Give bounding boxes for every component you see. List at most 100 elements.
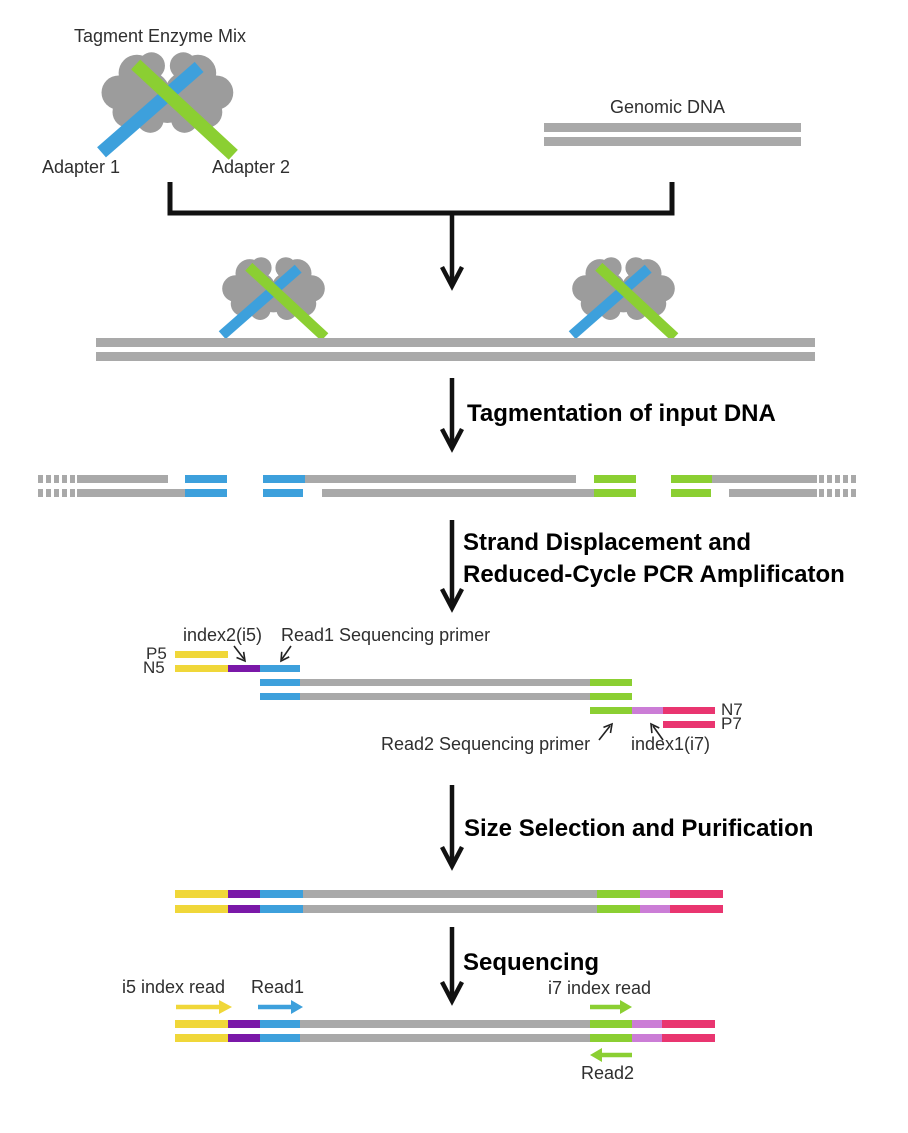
flow-arrow-size-selection xyxy=(440,785,464,871)
read1-primer-segment xyxy=(260,905,303,913)
i5-segment xyxy=(228,1020,260,1028)
insert-segment xyxy=(303,890,597,898)
adapter1-segment xyxy=(185,489,227,497)
truncation-dashes xyxy=(819,475,856,483)
tagment-enzyme-complex xyxy=(102,52,234,154)
input-dna-top-strand xyxy=(96,338,815,347)
adapter2-label: Adapter 2 xyxy=(212,157,291,177)
n5-label: N5 xyxy=(143,658,165,677)
fragment-segment xyxy=(77,475,168,483)
adapter2-segment xyxy=(594,475,636,483)
enzyme-on-dna-left xyxy=(222,257,325,337)
i7-segment xyxy=(640,890,670,898)
read1-primer-label: Read1 Sequencing primer xyxy=(281,625,491,645)
step-strand-displacement-label-line1: Strand Displacement and xyxy=(463,529,752,556)
p5-segment xyxy=(175,905,228,913)
adapter1-label: Adapter 1 xyxy=(42,157,121,177)
fragment-segment xyxy=(77,489,185,497)
i5-segment xyxy=(228,665,260,672)
i5-index-read-arrow xyxy=(176,1000,232,1014)
i7-segment xyxy=(632,1034,662,1042)
index1-pointer-arrow xyxy=(650,722,664,741)
i7-index-read-label: i7 index read xyxy=(548,978,652,998)
p7-segment xyxy=(663,707,715,714)
read1-primer-segment xyxy=(260,693,300,700)
insert-segment xyxy=(300,1034,590,1042)
step-tagmentation-label: Tagmentation of input DNA xyxy=(467,400,776,427)
p7-segment xyxy=(670,890,723,898)
adapter1-segment xyxy=(263,475,305,483)
read2-primer-segment xyxy=(590,1034,632,1042)
read2-primer-segment xyxy=(597,890,640,898)
p5-label: P5 xyxy=(146,644,167,663)
p5-segment xyxy=(175,890,228,898)
truncation-dashes xyxy=(38,475,75,483)
i7-index-read-arrow xyxy=(590,1000,632,1014)
read1-primer-segment xyxy=(260,1034,300,1042)
i5-segment xyxy=(228,890,260,898)
input-dna-bottom-strand xyxy=(96,352,815,361)
read2-primer-segment xyxy=(590,707,632,714)
adapter2-segment xyxy=(671,489,711,497)
flow-arrow-sequencing xyxy=(440,927,464,1006)
index2-pointer-arrow xyxy=(233,645,247,663)
p5-segment xyxy=(175,1034,228,1042)
enzyme-on-dna-right xyxy=(572,257,675,337)
i5-segment xyxy=(228,905,260,913)
n7-label: N7 xyxy=(721,700,743,719)
p7-segment xyxy=(662,1034,715,1042)
read2-primer-segment xyxy=(597,905,640,913)
read2-primer-segment xyxy=(590,693,632,700)
read1-label: Read1 xyxy=(251,977,305,997)
adapter2-segment xyxy=(594,489,636,497)
fragment-segment xyxy=(712,475,817,483)
i5-index-read-label: i5 index read xyxy=(122,977,226,997)
p5-segment xyxy=(175,1020,228,1028)
genomic-dna-label: Genomic DNA xyxy=(610,97,726,117)
insert-segment xyxy=(303,905,597,913)
fragment-segment xyxy=(305,475,576,483)
truncation-dashes xyxy=(38,489,75,497)
insert-segment xyxy=(300,679,590,686)
fragment-segment xyxy=(729,489,817,497)
adapter2-segment xyxy=(671,475,712,483)
genomic-dna-top-strand xyxy=(544,123,801,132)
p7-label: P7 xyxy=(721,714,742,733)
read1-primer-segment xyxy=(260,890,303,898)
read2-pointer-arrow xyxy=(598,722,614,741)
index2-i5-label: index2(i5) xyxy=(183,625,263,645)
merge-bracket xyxy=(167,182,675,216)
truncation-dashes xyxy=(819,489,856,497)
flow-arrow-combine xyxy=(440,215,464,291)
read2-arrow xyxy=(590,1048,632,1062)
step-sequencing-label: Sequencing xyxy=(463,949,600,976)
p5-segment xyxy=(175,651,228,658)
i7-segment xyxy=(640,905,670,913)
read2-label: Read2 xyxy=(581,1063,635,1083)
tagment-enzyme-mix-label: Tagment Enzyme Mix xyxy=(74,26,247,46)
i7-segment xyxy=(632,707,663,714)
read2-primer-segment xyxy=(590,1020,632,1028)
read2-primer-segment xyxy=(590,679,632,686)
flow-arrow-tagmentation xyxy=(440,378,464,453)
read1-primer-segment xyxy=(260,1020,300,1028)
insert-segment xyxy=(300,1020,590,1028)
i5-segment xyxy=(228,1034,260,1042)
step-strand-displacement-label-line2: Reduced-Cycle PCR Amplificaton xyxy=(463,561,845,588)
p7-segment xyxy=(663,721,715,728)
read2-primer-label: Read2 Sequencing primer xyxy=(381,734,591,754)
read1-primer-segment xyxy=(260,665,300,672)
p5-segment xyxy=(175,665,228,672)
index1-i7-label: index1(i7) xyxy=(631,734,711,754)
flow-arrow-strand-displacement xyxy=(440,520,464,613)
step-size-selection-label: Size Selection and Purification xyxy=(464,815,814,842)
read1-pointer-arrow xyxy=(280,645,292,663)
adapter1-segment xyxy=(263,489,303,497)
genomic-dna-bottom-strand xyxy=(544,137,801,146)
read1-primer-segment xyxy=(260,679,300,686)
adapter1-segment xyxy=(185,475,227,483)
insert-segment xyxy=(300,693,590,700)
fragment-segment xyxy=(322,489,594,497)
